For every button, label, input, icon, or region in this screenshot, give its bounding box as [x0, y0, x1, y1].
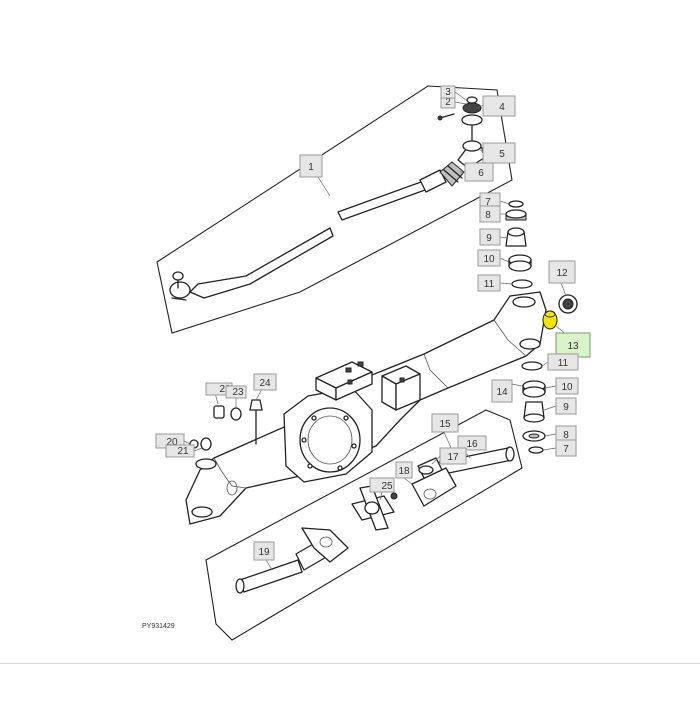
svg-text:10: 10	[483, 254, 495, 265]
callout-19[interactable]: 19	[253, 541, 275, 561]
tie-rod-end-adjuster	[439, 161, 465, 187]
lower-kingpin-stack	[521, 361, 546, 454]
svg-text:22: 22	[219, 384, 231, 395]
svg-text:19: 19	[258, 547, 270, 558]
svg-text:8: 8	[563, 430, 569, 441]
svg-text:17: 17	[447, 452, 459, 463]
svg-text:6: 6	[478, 168, 484, 179]
callout-24[interactable]: 24	[253, 373, 277, 391]
callout-9-upper[interactable]: 9	[479, 228, 501, 246]
callout-3[interactable]: 3	[440, 85, 456, 99]
callout-leaders	[183, 91, 569, 571]
svg-text:10: 10	[561, 382, 573, 393]
callout-13[interactable]: 13	[555, 332, 591, 358]
callout-8-lower[interactable]: 8	[555, 425, 577, 443]
upper-kingpin-stack	[505, 200, 533, 289]
callout-9-lower[interactable]: 9	[555, 397, 577, 415]
drawing-code: PY931429	[142, 623, 175, 630]
svg-text:21: 21	[177, 446, 189, 457]
svg-text:3: 3	[445, 87, 451, 98]
svg-text:13: 13	[567, 341, 579, 352]
svg-text:2: 2	[445, 97, 451, 108]
svg-text:15: 15	[439, 419, 451, 430]
ball-joint	[457, 125, 485, 169]
tie-rod	[169, 169, 447, 301]
svg-text:9: 9	[486, 233, 492, 244]
upper-driveshaft	[411, 446, 515, 507]
callout-18[interactable]: 18	[395, 461, 413, 479]
universal-joint	[351, 485, 398, 531]
callout-6[interactable]: 6	[464, 162, 494, 182]
callout-1[interactable]: 1	[299, 154, 323, 178]
lower-driveshaft	[235, 527, 349, 594]
svg-text:24: 24	[259, 378, 271, 389]
ball-joint-hardware	[437, 96, 483, 126]
callout-10-lower[interactable]: 10	[555, 377, 579, 395]
callout-7-lower[interactable]: 7	[555, 439, 577, 457]
callout-11-lower[interactable]: 11	[547, 353, 579, 371]
svg-text:1: 1	[308, 162, 314, 173]
svg-text:23: 23	[232, 387, 244, 398]
svg-text:4: 4	[499, 102, 505, 113]
mounting-hardware	[189, 399, 263, 451]
svg-text:14: 14	[496, 387, 508, 398]
svg-text:11: 11	[484, 279, 495, 290]
callout-23[interactable]: 23	[225, 385, 247, 399]
svg-text:5: 5	[499, 149, 505, 160]
svg-text:12: 12	[556, 268, 568, 279]
callout-4[interactable]: 4	[482, 95, 516, 117]
highlighted-bushing	[542, 310, 558, 330]
axle-beam	[185, 291, 547, 525]
bottom-divider	[0, 663, 700, 664]
callout-8-upper[interactable]: 8	[479, 205, 501, 223]
tie-rod-frame	[156, 85, 513, 334]
callout-5[interactable]: 5	[482, 142, 516, 164]
kingpin-cap	[558, 294, 578, 314]
svg-text:11: 11	[558, 358, 569, 369]
svg-text:25: 25	[381, 481, 393, 492]
callout-25[interactable]: 25	[369, 477, 395, 493]
callout-2[interactable]: 2	[440, 95, 456, 109]
svg-text:16: 16	[466, 439, 478, 450]
driveshaft-frame	[205, 409, 523, 641]
callout-14[interactable]: 14	[491, 379, 513, 403]
svg-text:20: 20	[166, 437, 178, 448]
callout-21[interactable]: 21	[165, 444, 195, 458]
callout-15[interactable]: 15	[431, 413, 459, 433]
callout-11-upper[interactable]: 11	[477, 274, 501, 292]
svg-text:7: 7	[485, 197, 491, 208]
callout-16[interactable]: 16	[457, 435, 487, 451]
callout-10-upper[interactable]: 10	[477, 249, 501, 267]
svg-text:8: 8	[485, 210, 491, 221]
callout-17[interactable]: 17	[439, 447, 467, 465]
callout-12[interactable]: 12	[548, 260, 576, 284]
callouts: 1 2 3 4 5 6 7 8 9 10 11 12 13 11 14 10 9…	[155, 85, 591, 561]
svg-text:9: 9	[563, 402, 569, 413]
svg-text:7: 7	[563, 444, 569, 455]
svg-text:18: 18	[398, 466, 410, 477]
